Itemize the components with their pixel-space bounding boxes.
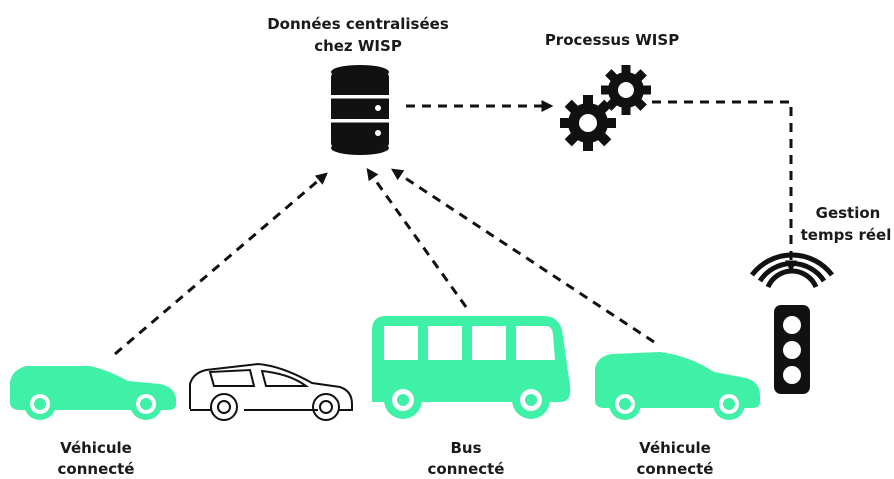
- bus-icon: [372, 316, 571, 419]
- gears-icon: [560, 65, 651, 151]
- arrow-bus-to-database: [366, 168, 468, 308]
- database-label-line2: chez WISP: [314, 37, 402, 55]
- realtime-label-line1: Gestion: [816, 204, 881, 222]
- bus-label-line2: connecté: [428, 460, 505, 478]
- bus-label-line1: Bus: [450, 439, 481, 457]
- arrow-vehicle2-to-database: [390, 168, 655, 344]
- car-outline-icon: [189, 362, 353, 421]
- vehicle-2-label-line2: connecté: [637, 460, 714, 478]
- connector-process-to-light: [652, 100, 797, 273]
- vehicle-1-label-line1: Véhicule: [60, 439, 132, 457]
- process-label: Processus WISP: [545, 31, 679, 49]
- vehicle-2-label-line1: Véhicule: [639, 439, 711, 457]
- database-label-line1: Données centralisées: [267, 15, 449, 33]
- database-icon: [329, 65, 391, 155]
- car-icon: [10, 366, 176, 420]
- arrow-vehicle1-to-database: [114, 172, 328, 356]
- suv-icon: [595, 352, 760, 420]
- traffic-light-icon: [750, 252, 834, 394]
- realtime-label-line2: temps réel: [801, 226, 892, 244]
- vehicle-1-label-line2: connecté: [58, 460, 135, 478]
